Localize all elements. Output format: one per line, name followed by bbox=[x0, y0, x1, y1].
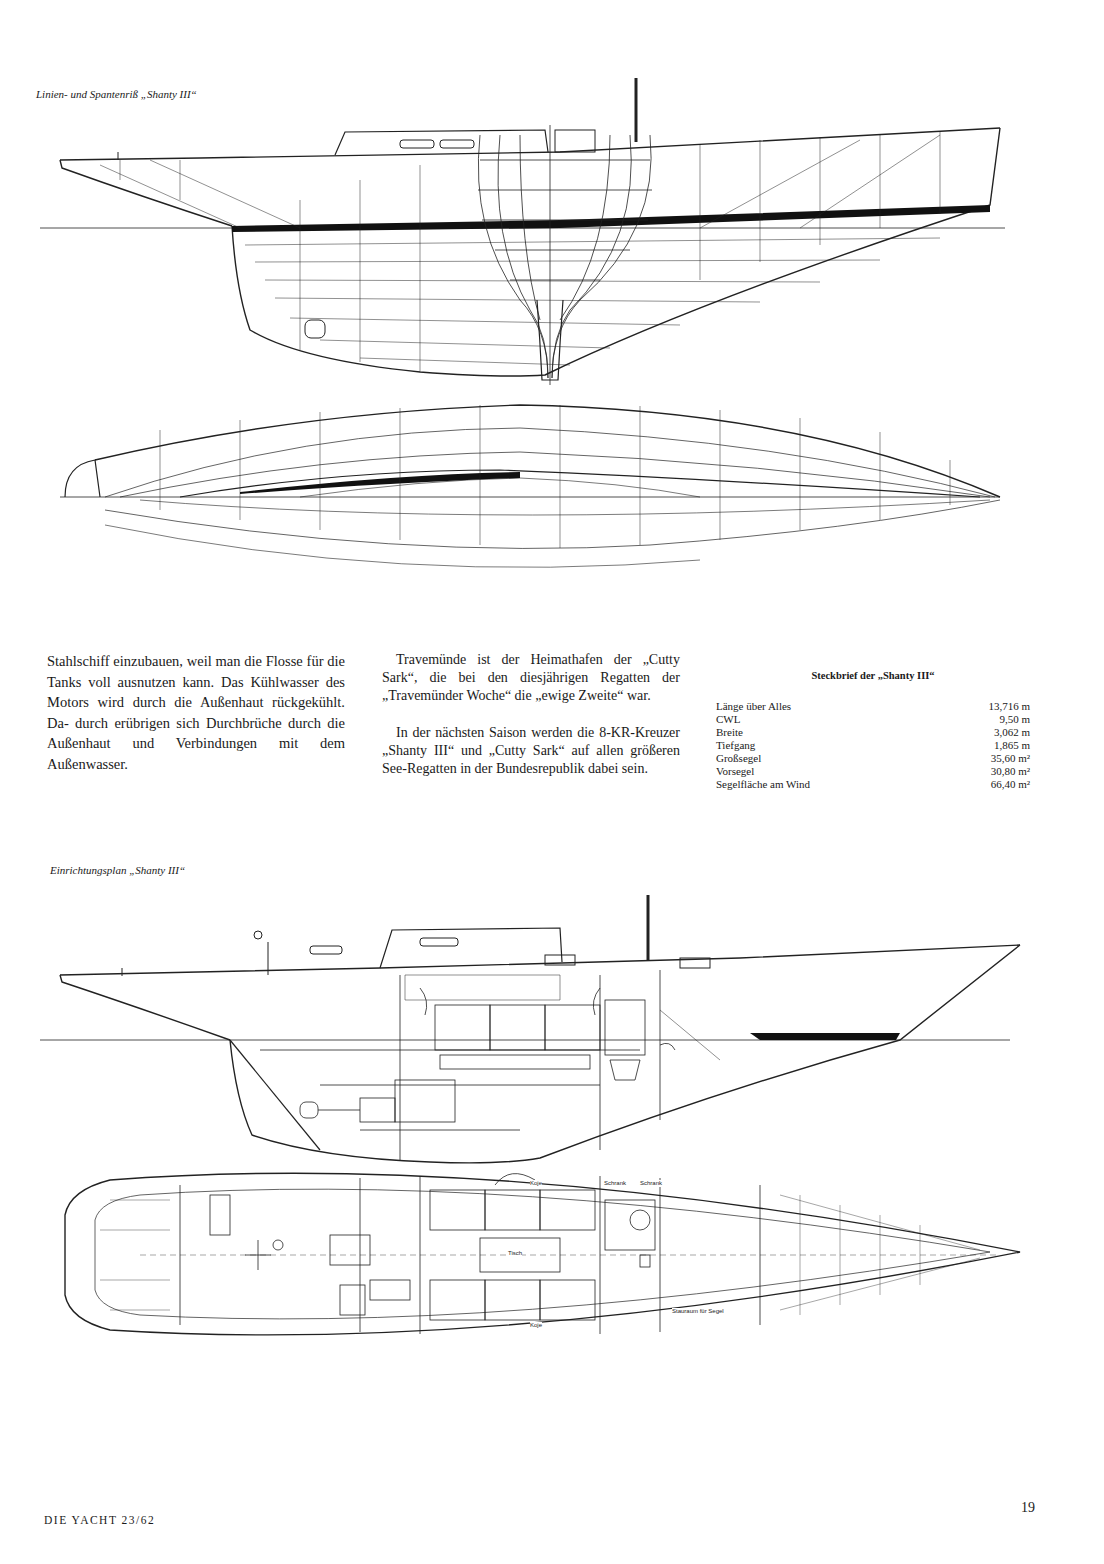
table-cell: CWL bbox=[716, 713, 916, 726]
table-cell: 30,80 m² bbox=[930, 765, 1030, 778]
table-heading: Steckbrief der „Shanty III“ bbox=[716, 670, 1030, 683]
interior-profile bbox=[40, 895, 1020, 1163]
room-label: Tisch bbox=[508, 1250, 522, 1257]
body-text: In der nächsten Saison werden die 8-KR-K… bbox=[382, 724, 680, 778]
half-breadth-plan bbox=[60, 405, 1000, 567]
table-cell: Länge über Alles bbox=[716, 700, 916, 713]
table-cell: 3,062 m bbox=[930, 726, 1030, 739]
body-text: Travemünde ist der Heimathafen der „Cutt… bbox=[382, 651, 680, 705]
room-label: Koje bbox=[530, 1322, 542, 1329]
table-cell: Segelfläche am Wind bbox=[716, 778, 916, 791]
body-text: Stahlschiff einzubauen, weil man die Flo… bbox=[47, 651, 345, 774]
table-cell: 66,40 m² bbox=[930, 778, 1030, 791]
table-cell: 9,50 m bbox=[930, 713, 1030, 726]
table-cell: Großsegel bbox=[716, 752, 916, 765]
lines-profile bbox=[40, 78, 1005, 385]
room-label: Koje bbox=[530, 1180, 542, 1187]
figure-caption: Linien- und Spantenriß „Shanty III“ bbox=[36, 88, 336, 101]
table-cell: 35,60 m² bbox=[930, 752, 1030, 765]
table-cell: Tiefgang bbox=[716, 739, 916, 752]
page-number: 19 bbox=[1000, 1500, 1035, 1517]
page-footer: DIE YACHT 23/62 bbox=[44, 1514, 244, 1528]
table-cell: Breite bbox=[716, 726, 916, 739]
figure-caption: Einrichtungsplan „Shanty III“ bbox=[50, 864, 350, 877]
interior-plan bbox=[65, 1173, 1020, 1335]
room-label: Stauraum für Segel bbox=[672, 1308, 724, 1315]
room-label: Schrank bbox=[640, 1180, 662, 1187]
room-label: Schrank bbox=[604, 1180, 626, 1187]
table-cell: 13,716 m bbox=[930, 700, 1030, 713]
table-cell: 1,865 m bbox=[930, 739, 1030, 752]
table-cell: Vorsegel bbox=[716, 765, 916, 778]
